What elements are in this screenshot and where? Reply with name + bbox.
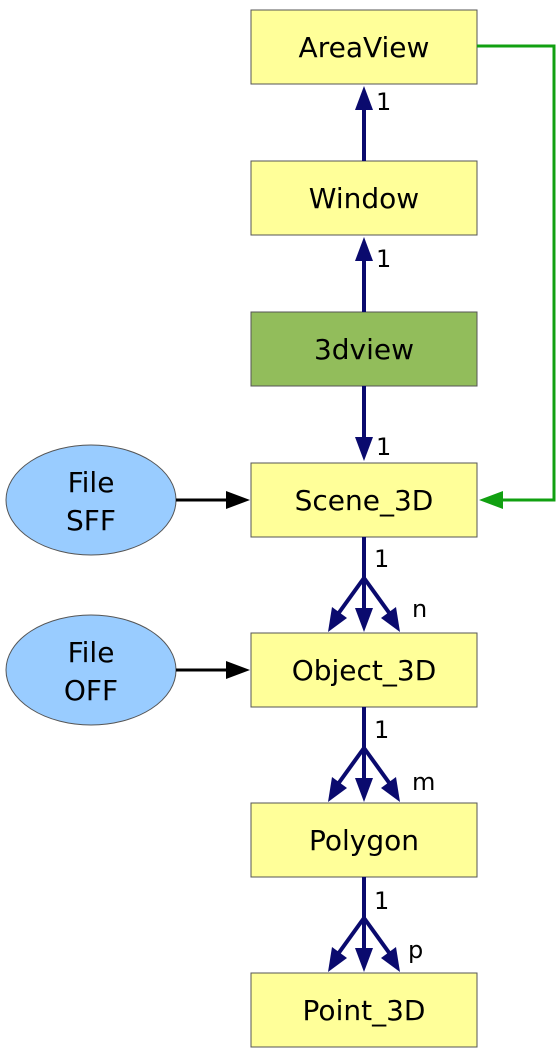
file-sff-line2: SFF (66, 504, 116, 537)
scene3d-node: Scene_3D (250, 462, 478, 538)
arrow-view-to-scene (355, 386, 373, 461)
arrow-file-sff-to-scene (176, 491, 250, 509)
file-off-line1: File (68, 636, 115, 669)
arrow-object-to-polygon (328, 707, 400, 802)
scene3d-label: Scene_3D (295, 484, 434, 517)
arrow-window-to-areaview (355, 86, 373, 161)
object3d-label: Object_3D (292, 654, 437, 687)
arrow-areaview-to-scene (477, 44, 556, 509)
file-sff-node: File SFF (5, 444, 177, 556)
arrow-scene-to-object (328, 537, 400, 632)
window-node: Window (250, 160, 478, 236)
polygon-label: Polygon (309, 824, 419, 857)
areaview-label: AreaView (299, 31, 430, 64)
label-polygon-one: 1 (374, 887, 389, 915)
arrow-file-off-to-object (176, 661, 250, 679)
view3d-label: 3dview (314, 333, 414, 366)
label-scene-many: n (412, 595, 427, 623)
label-view-to-scene: 1 (376, 433, 391, 461)
file-sff-line1: File (68, 466, 115, 499)
label-scene-one: 1 (374, 545, 389, 573)
point3d-label: Point_3D (303, 994, 426, 1027)
label-object-many: m (412, 768, 435, 796)
label-window-to-areaview: 1 (376, 88, 391, 116)
label-polygon-many: p (408, 936, 423, 964)
window-label: Window (309, 182, 419, 215)
arrow-view-to-window (355, 237, 373, 312)
file-off-line2: OFF (64, 674, 118, 707)
label-object-one: 1 (374, 716, 389, 744)
label-view-to-window: 1 (376, 245, 391, 273)
file-off-node: File OFF (5, 614, 177, 726)
object3d-node: Object_3D (250, 632, 478, 708)
point3d-node: Point_3D (250, 972, 478, 1048)
areaview-node: AreaView (250, 9, 478, 85)
arrow-polygon-to-point (328, 877, 400, 972)
view3d-node: 3dview (250, 311, 478, 387)
polygon-node: Polygon (250, 802, 478, 878)
